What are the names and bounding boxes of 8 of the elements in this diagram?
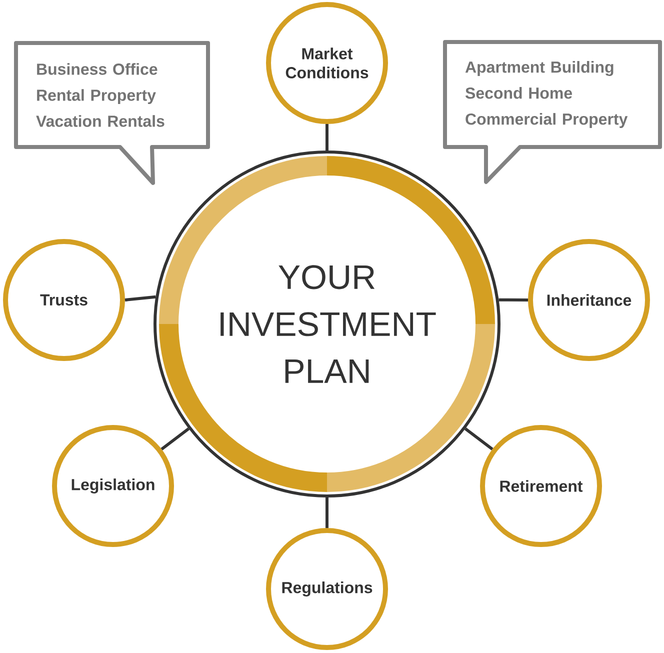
- connector-line: [464, 428, 494, 450]
- connector-line: [326, 124, 328, 150]
- connector-line: [160, 428, 190, 450]
- speech-bubble: Business Office Rental Property Vacation Rentals: [14, 41, 210, 185]
- connector-line: [498, 298, 528, 302]
- connector-line: [326, 498, 328, 528]
- connector-line: [124, 295, 156, 302]
- speech-bubble: Apartment Building Second Home Commercial Property: [443, 40, 662, 184]
